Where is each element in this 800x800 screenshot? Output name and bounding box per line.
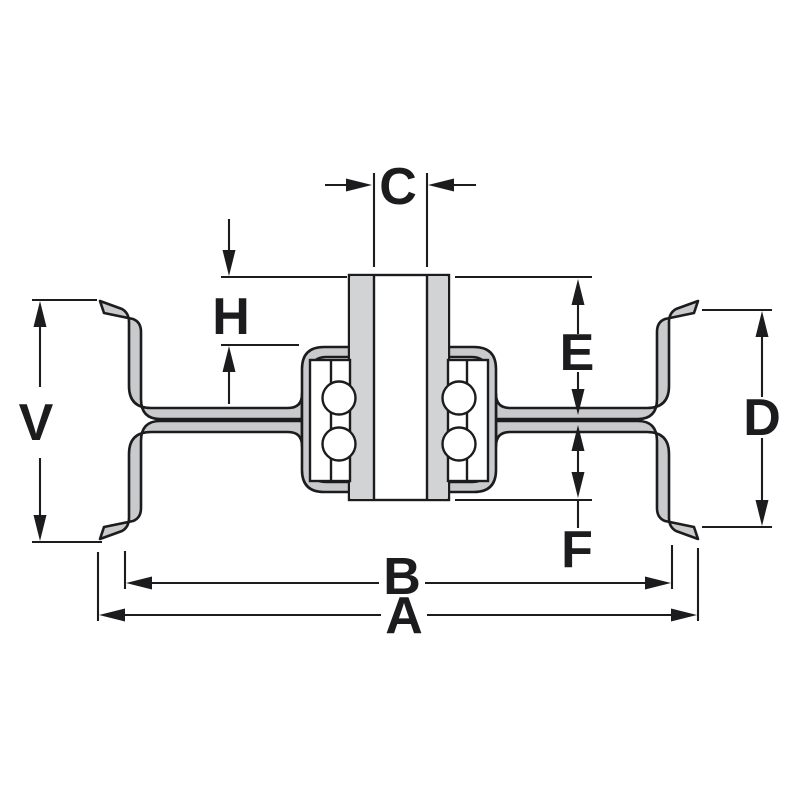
wheel-cross-section (98, 273, 700, 541)
dimension-B: B (123, 545, 674, 606)
rim-shell-lower-left (98, 419, 304, 541)
dim-label-f: F (561, 521, 593, 579)
arrowhead-down (755, 500, 769, 526)
dimension-A: A (96, 548, 700, 645)
bearing-right (441, 358, 490, 483)
arrowhead-up (222, 346, 236, 372)
arrowhead-down (33, 515, 47, 541)
arrowhead-up (571, 279, 585, 305)
rim-shell-upper-right (494, 299, 700, 421)
dim-label-e: E (560, 324, 595, 382)
rim-shell-lower-right (494, 419, 700, 541)
dim-label-h: H (212, 288, 250, 346)
rim-shell-upper-left (98, 299, 304, 421)
dim-label-c: C (379, 158, 417, 216)
arrowhead-down (571, 472, 585, 498)
bearing-ball (321, 380, 357, 416)
arrowhead-up (755, 311, 769, 337)
arrowhead-down (222, 250, 236, 276)
dimension-F: F (455, 425, 593, 579)
arrowhead-left (126, 576, 152, 590)
hub-tube-wall-left (351, 277, 373, 498)
arrowhead-right (346, 178, 372, 192)
arrowhead-left (99, 608, 125, 622)
arrowhead-right (671, 608, 697, 622)
dim-label-d: D (743, 389, 781, 447)
dimension-D: D (702, 308, 781, 529)
dimension-H: H (212, 219, 347, 404)
arrowhead-up (33, 301, 47, 327)
bearing-ball (441, 380, 477, 416)
dimension-C: C (325, 158, 476, 267)
bearing-left (308, 358, 357, 483)
dim-label-b: B (383, 548, 421, 606)
bearing-ball (441, 426, 477, 462)
arrowhead-up (571, 425, 585, 451)
dim-label-a: A (385, 587, 423, 645)
dimension-V: V (19, 298, 102, 544)
dimension-E: E (455, 275, 595, 415)
dim-label-v: V (19, 394, 54, 452)
bearing-ball (321, 426, 357, 462)
arrowhead-left (428, 178, 454, 192)
arrowhead-right (645, 576, 671, 590)
arrowhead-down (571, 389, 585, 415)
